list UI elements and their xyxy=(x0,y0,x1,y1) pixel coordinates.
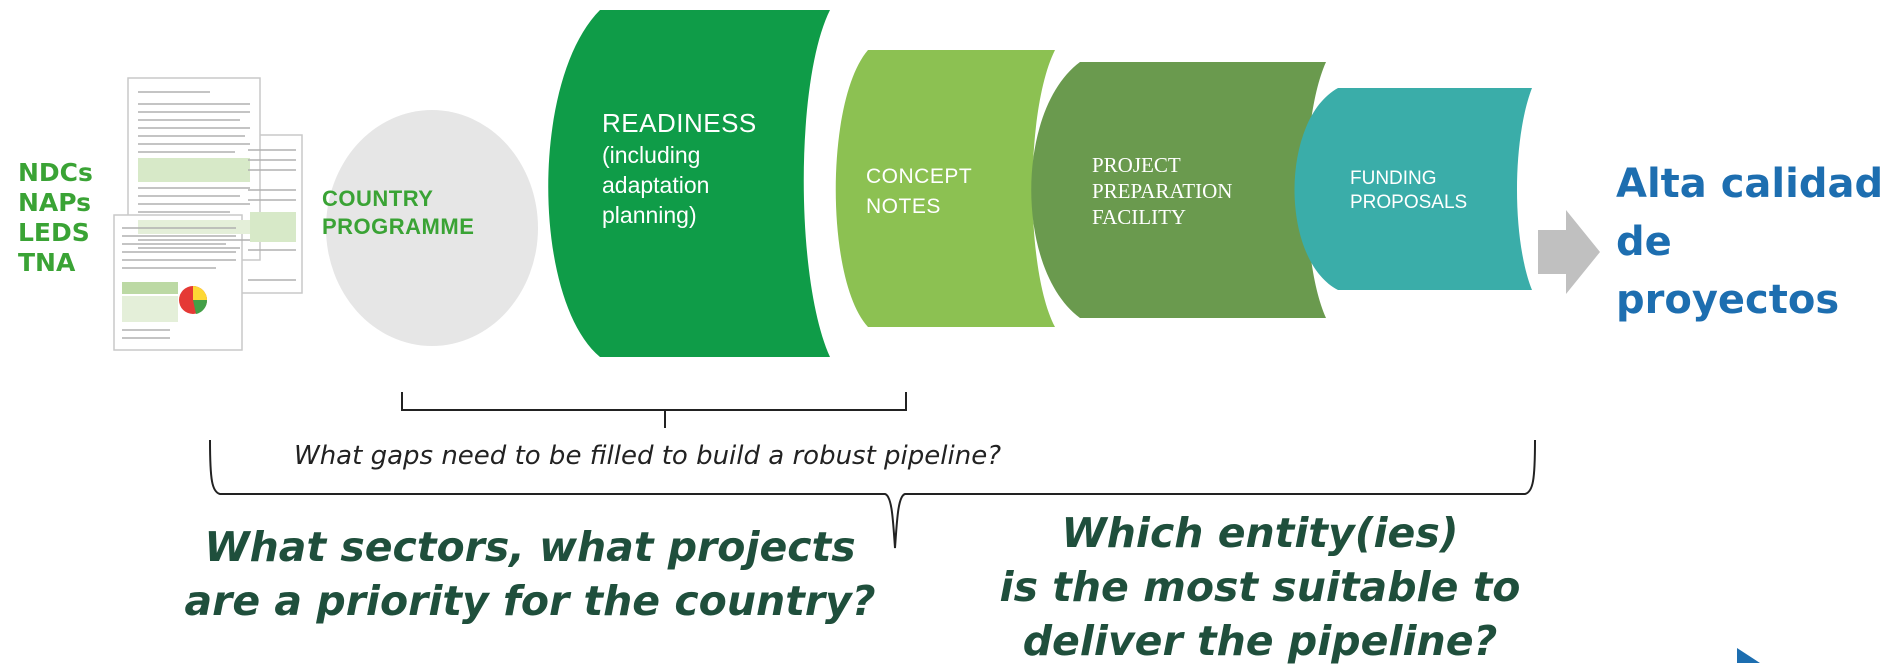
gaps-question: What gaps need to be filled to build a r… xyxy=(294,441,1002,471)
readiness-subtitle: (including adaptation planning) xyxy=(602,142,710,228)
country-programme-circle xyxy=(326,110,538,346)
country-programme-label: COUNTRY PROGRAMME xyxy=(322,186,475,239)
corner-triangle-icon xyxy=(1737,648,1760,663)
ppf-stage-shape xyxy=(1031,62,1326,318)
input-ndcs: NDCs xyxy=(18,158,93,187)
concept-notes-stage-shape xyxy=(835,50,1055,327)
readiness-title: READINESS xyxy=(602,108,757,138)
arrow-right-icon xyxy=(1538,210,1600,294)
outcome-label: Alta calidad de proyectos xyxy=(1616,161,1884,323)
input-documents-list: NDCs NAPs LEDS TNA xyxy=(18,158,93,278)
readiness-stage-shape xyxy=(548,10,830,357)
funding-proposals-stage-shape xyxy=(1294,88,1532,290)
ppf-label: PROJECT PREPARATION FACILITY xyxy=(1092,153,1233,229)
small-bracket xyxy=(401,392,907,428)
input-naps: NAPs xyxy=(18,188,92,217)
input-leds: LEDS xyxy=(18,218,90,247)
large-bracket xyxy=(209,439,1536,549)
country-programme-document-thumbnails xyxy=(113,77,303,351)
sectors-question: What sectors, what projects are a priori… xyxy=(184,523,876,625)
entity-question: Which entity(ies) is the most suitable t… xyxy=(999,509,1521,665)
input-tna: TNA xyxy=(18,248,76,277)
concept-notes-label: CONCEPT NOTES xyxy=(866,165,973,218)
funding-proposals-label: FUNDING PROPOSALS xyxy=(1350,168,1468,213)
